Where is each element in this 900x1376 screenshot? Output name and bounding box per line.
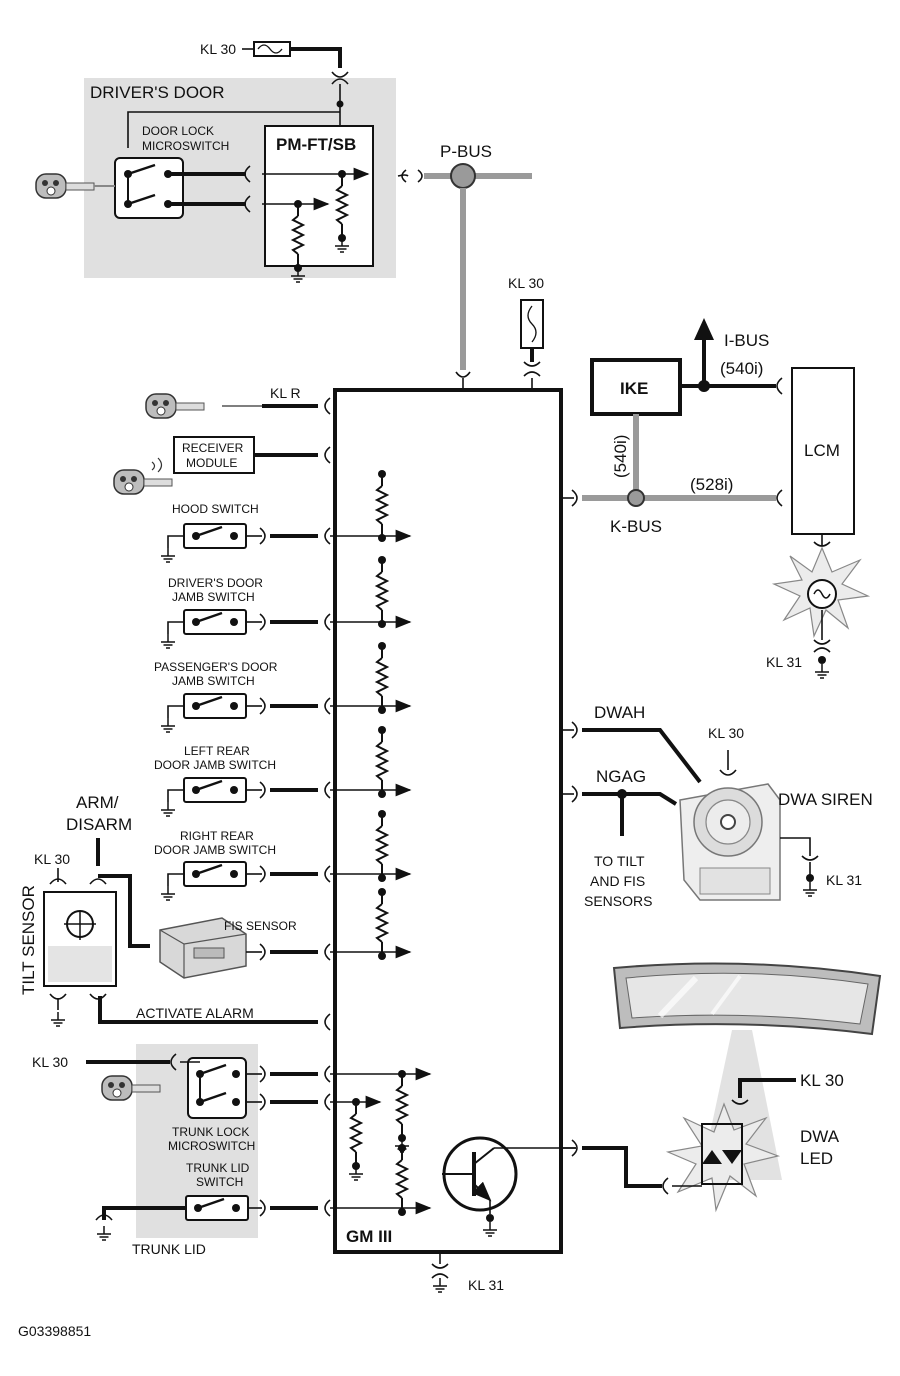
i-bus-label: I-BUS (724, 331, 769, 350)
transistor-icon (442, 1136, 576, 1214)
figure-id: G03398851 (18, 1323, 91, 1339)
bus-540i-h-label: (540i) (720, 359, 763, 378)
trunk-lock-label-2: MICROSWITCH (168, 1139, 255, 1153)
trunk-lid-switch (184, 1194, 250, 1222)
door-lock-label-1: DOOR LOCK (142, 124, 214, 138)
fuse-icon (253, 41, 291, 57)
siren-icon (679, 783, 781, 901)
p-bus-node (450, 163, 476, 189)
dd-jamb-label-2: JAMB SWITCH (172, 590, 255, 604)
kl30-trunk-label: KL 30 (32, 1054, 68, 1070)
fis-sensor-icon (159, 917, 247, 979)
rr-jamb-label-2: DOOR JAMB SWITCH (154, 843, 276, 857)
pd-jamb-label-1: PASSENGER'S DOOR (154, 660, 278, 674)
right-rear-door-jamb-switch (182, 860, 248, 888)
key-fob-icon (145, 393, 205, 419)
arm-label-1: ARM/ (76, 793, 119, 812)
receiver-label-1: RECEIVER (182, 441, 244, 455)
to-tilt-label-2: AND FIS (590, 873, 645, 889)
kl30-tilt-label: KL 30 (34, 851, 70, 867)
kl30-gm-label: KL 30 (508, 275, 544, 291)
i-bus-arrow (694, 318, 714, 340)
gm3-label: GM III (346, 1227, 392, 1246)
pd-jamb-label-2: JAMB SWITCH (172, 674, 255, 688)
drivers-door-jamb-switch (182, 608, 248, 636)
pm-ft-sb-module (264, 125, 374, 267)
lcm-label: LCM (804, 441, 840, 460)
kl30-siren-label: KL 30 (708, 725, 744, 741)
ngag-label: NGAG (596, 767, 646, 786)
k-bus-label: K-BUS (610, 517, 662, 536)
key-fob-icon (113, 469, 173, 495)
hood-switch (182, 522, 248, 550)
dd-jamb-label-1: DRIVER'S DOOR (168, 576, 263, 590)
kl31-siren-label: KL 31 (826, 872, 862, 888)
tilt-sensor-label: TILT SENSOR (19, 885, 38, 995)
kl31-lcm-label: KL 31 (766, 654, 802, 670)
ike-module (590, 358, 682, 416)
kl30-led-label: KL 30 (800, 1071, 844, 1090)
dwa-siren-label: DWA SIREN (778, 790, 873, 809)
mirror-icon (612, 962, 882, 1180)
p-bus-label: P-BUS (440, 142, 492, 161)
bus-528i-label: (528i) (690, 475, 733, 494)
lr-jamb-label-1: LEFT REAR (184, 744, 250, 758)
kl30-top-label: KL 30 (200, 41, 236, 57)
led-icon (665, 1102, 781, 1213)
passengers-door-jamb-switch (182, 692, 248, 720)
left-rear-door-jamb-switch (182, 776, 248, 804)
trunk-lid-switch-label-2: SWITCH (196, 1175, 243, 1189)
trunk-lock-label-1: TRUNK LOCK (172, 1125, 249, 1139)
ike-label: IKE (620, 379, 648, 398)
rr-jamb-label-1: RIGHT REAR (180, 829, 254, 843)
lamp-icon (771, 546, 871, 639)
fis-sensor-label: FIS SENSOR (224, 919, 297, 933)
drivers-door-label: DRIVER'S DOOR (90, 83, 225, 102)
kl-r-label: KL R (270, 385, 301, 401)
bus-540i-v-label: (540i) (611, 435, 630, 478)
dwa-led-label-1: DWA (800, 1127, 840, 1146)
activate-alarm-label: ACTIVATE ALARM (136, 1005, 254, 1021)
trunk-lid-label: TRUNK LID (132, 1241, 206, 1257)
receiver-module (173, 436, 255, 474)
lr-jamb-label-2: DOOR JAMB SWITCH (154, 758, 276, 772)
to-tilt-label-1: TO TILT (594, 853, 645, 869)
k-bus-node (627, 489, 645, 507)
door-lock-label-2: MICROSWITCH (142, 139, 229, 153)
receiver-label-2: MODULE (186, 456, 237, 470)
hood-switch-label: HOOD SWITCH (172, 502, 259, 516)
to-tilt-label-3: SENSORS (584, 893, 652, 909)
lcm-module (791, 367, 855, 535)
kl31-gm-label: KL 31 (468, 1277, 504, 1293)
dwah-label: DWAH (594, 703, 645, 722)
trunk-lid-switch-label-1: TRUNK LID (186, 1161, 250, 1175)
gm3-module (333, 388, 563, 1254)
dwa-led-label-2: LED (800, 1149, 833, 1168)
pm-ft-sb-label: PM-FT/SB (276, 135, 356, 154)
arm-label-2: DISARM (66, 815, 132, 834)
